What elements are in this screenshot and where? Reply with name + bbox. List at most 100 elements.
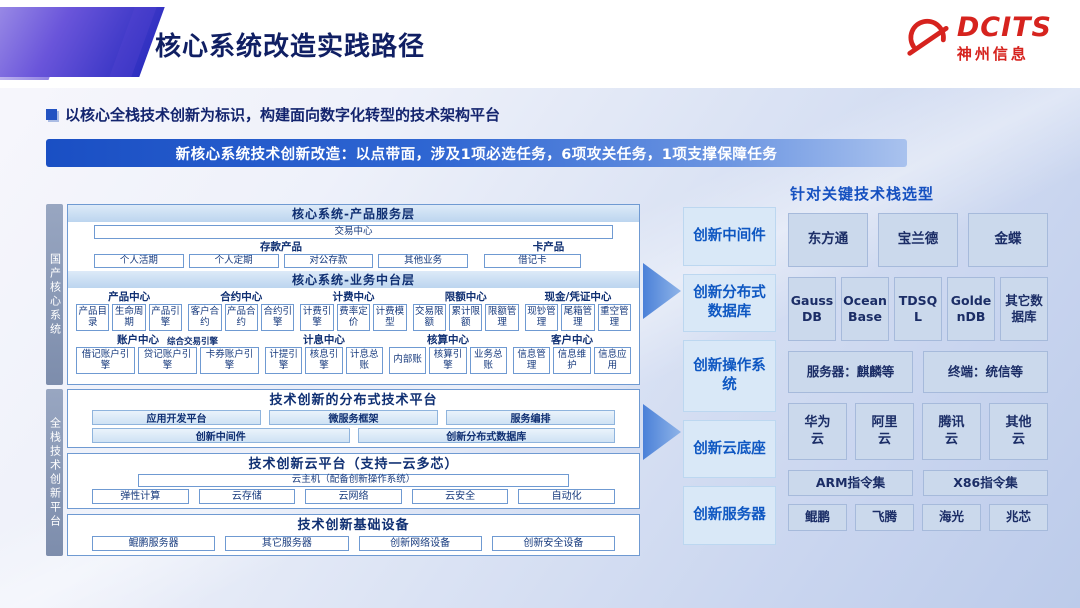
cloud-capability-box: 云网络 xyxy=(305,489,402,504)
product-layer-header: 核心系统-产品服务层 xyxy=(68,205,639,222)
capability-box: 信息维护 xyxy=(553,347,591,374)
core-system-panel: 核心系统-产品服务层 交易中心 存款产品 个人活期 个人定期 对公存款 其他业务… xyxy=(67,204,640,385)
center-group: 合约中心 客户合约 产品合约 合约引擎 xyxy=(188,291,295,331)
capability-box: 计息总账 xyxy=(345,347,383,374)
platform-box: 创新中间件 xyxy=(92,428,350,443)
capability-box: 信息管理 xyxy=(512,347,551,374)
tech-option-box: OceanBase xyxy=(841,277,889,341)
group-title: 产品中心 xyxy=(108,291,151,303)
center-group: 计息中心 计提引擎 核息引擎 计息总账 xyxy=(264,334,383,374)
capability-box: 交易限额 xyxy=(412,304,447,331)
center-group: 账户中心 综合交易引擎 借记账户引擎 贷记账户引擎 卡券账户引擎 xyxy=(76,334,259,374)
infra-box: 鲲鹏服务器 xyxy=(92,536,216,551)
fullstack-platform-panel: 技术创新的分布式技术平台 应用开发平台 微服务框架 服务编排 创新中间件 创新分… xyxy=(67,389,640,556)
center-group: 客户中心 信息管理 信息维护 信息应用 xyxy=(512,334,631,374)
intro-text: 以核心全栈技术创新为标识，构建面向数字化转型的技术架构平台 xyxy=(65,106,501,124)
infrastructure-section: 技术创新基础设备 鲲鹏服务器 其它服务器 创新网络设备 创新安全设备 xyxy=(67,514,640,556)
infra-box: 其它服务器 xyxy=(225,536,349,551)
capability-box: 核算引擎 xyxy=(429,347,467,374)
business-layer-header: 核心系统-业务中台层 xyxy=(68,271,639,288)
group-title: 核算中心 xyxy=(426,334,469,346)
capability-box: 计费引擎 xyxy=(300,304,334,331)
innovation-stack-column: 创新中间件 创新分布式数据库 创新操作系统 创新云底座 创新服务器 xyxy=(683,207,776,546)
group-title: 计费中心 xyxy=(332,291,375,303)
cloud-options-row: 华为云 阿里云 腾讯云 其他云 xyxy=(788,403,1048,460)
chip-options-row: 鲲鹏 飞腾 海光 兆芯 xyxy=(788,504,1048,531)
tech-option-box: 海光 xyxy=(922,504,981,531)
innovation-item: 创新分布式数据库 xyxy=(683,273,776,333)
group-title: 合约中心 xyxy=(220,291,263,303)
innovation-item: 创新中间件 xyxy=(683,207,776,266)
trade-center-box: 交易中心 xyxy=(94,225,613,239)
group-title: 现金/凭证中心 xyxy=(544,291,612,303)
middleware-options-row: 东方通 宝兰德 金蝶 xyxy=(788,213,1048,267)
side-label-core-system: 国产核心系统 xyxy=(46,204,63,385)
tech-option-box: GaussDB xyxy=(788,277,836,341)
section-title: 技术创新云平台（支持一云多芯） xyxy=(248,457,459,472)
capability-box: 生命周期 xyxy=(112,304,146,331)
group-subtitle: 综合交易引擎 xyxy=(166,336,218,347)
logo-subtext: 神州信息 xyxy=(956,45,1029,63)
capability-box: 信息应用 xyxy=(593,347,631,374)
capability-box: 限额管理 xyxy=(485,304,519,331)
cloud-platform-section: 技术创新云平台（支持一云多芯） 云主机（配备创新操作系统） 弹性计算 云存储 云… xyxy=(67,453,640,509)
business-centers-row-1: 产品中心 产品目录 生命周期 产品引擎 合约中心 客户合约 产品合约 合约引擎 … xyxy=(76,291,632,331)
capability-box: 内部账 xyxy=(388,347,427,374)
intro-line: 以核心全栈技术创新为标识，构建面向数字化转型的技术架构平台 xyxy=(46,104,500,125)
page-title: 核心系统改造实践路径 xyxy=(155,32,426,62)
os-options-row: 服务器：麒麟等 终端：统信等 xyxy=(788,351,1048,393)
capability-box: 尾箱管理 xyxy=(561,304,595,331)
cloud-host-box: 云主机（配备创新操作系统） xyxy=(138,474,569,487)
capability-box: 卡券账户引擎 xyxy=(199,347,259,374)
product-row: 存款产品 个人活期 个人定期 对公存款 其他业务 卡产品 借记卡 xyxy=(94,241,613,268)
tech-option-box: 兆芯 xyxy=(989,504,1048,531)
product-box: 个人定期 xyxy=(188,254,279,268)
product-box: 其他业务 xyxy=(378,254,469,268)
tech-option-box: 华为云 xyxy=(788,403,847,460)
capability-box: 客户合约 xyxy=(188,304,222,331)
group-title: 卡产品 xyxy=(532,241,565,253)
distributed-platform-section: 技术创新的分布式技术平台 应用开发平台 微服务框架 服务编排 创新中间件 创新分… xyxy=(67,389,640,448)
card-products-group: 卡产品 借记卡 xyxy=(484,241,613,268)
capability-box: 费率定价 xyxy=(336,304,371,331)
tech-option-box: GoldenDB xyxy=(947,277,995,341)
center-group: 计费中心 计费引擎 费率定价 计费模型 xyxy=(300,291,407,331)
database-options-row: GaussDB OceanBase TDSQL GoldenDB 其它数据库 xyxy=(788,277,1048,341)
product-box: 个人活期 xyxy=(94,254,184,268)
group-title: 客户中心 xyxy=(550,334,593,346)
cloud-capability-box: 云安全 xyxy=(411,489,509,504)
right-arrow-icon xyxy=(643,263,681,319)
capability-box: 计提引擎 xyxy=(264,347,303,374)
cloud-capability-box: 弹性计算 xyxy=(92,489,189,504)
dcits-swoosh-icon xyxy=(904,14,950,64)
capability-box: 核息引擎 xyxy=(305,347,343,374)
tech-selection-panel: 针对关键技术栈选型 东方通 宝兰德 金蝶 GaussDB OceanBase T… xyxy=(788,183,1048,531)
right-arrow-icon xyxy=(643,404,681,460)
center-group: 产品中心 产品目录 生命周期 产品引擎 xyxy=(76,291,183,331)
group-title: 计息中心 xyxy=(302,334,345,346)
group-title: 限额中心 xyxy=(444,291,487,303)
side-label-fullstack-platform: 全栈技术创新平台 xyxy=(46,389,63,556)
tech-option-box: 其它数据库 xyxy=(1000,277,1048,341)
cloud-capability-box: 自动化 xyxy=(518,489,615,504)
tech-option-box: X86指令集 xyxy=(923,470,1048,496)
product-box: 借记卡 xyxy=(484,254,581,268)
tech-option-box: 飞腾 xyxy=(855,504,914,531)
bullet-square-icon xyxy=(46,109,57,120)
center-group: 现金/凭证中心 现钞管理 尾箱管理 重空管理 xyxy=(524,291,632,331)
business-centers-row-2: 账户中心 综合交易引擎 借记账户引擎 贷记账户引擎 卡券账户引擎 计息中心 计提… xyxy=(76,334,631,374)
platform-box: 微服务框架 xyxy=(269,410,438,425)
capability-box: 计费模型 xyxy=(373,304,407,331)
company-logo: DCITS 神州信息 xyxy=(904,14,1052,64)
section-title: 技术创新的分布式技术平台 xyxy=(269,393,438,408)
cloud-capability-box: 云存储 xyxy=(198,489,296,504)
tech-option-box: TDSQL xyxy=(894,277,942,341)
headline-banner: 新核心系统技术创新改造：以点带面，涉及1项必选任务，6项攻关任务，1项支撑保障任… xyxy=(46,139,907,167)
infra-box: 创新安全设备 xyxy=(491,536,615,551)
group-title: 存款产品 xyxy=(260,241,303,253)
innovation-item: 创新服务器 xyxy=(683,486,776,546)
instruction-set-row: ARM指令集 X86指令集 xyxy=(788,470,1048,496)
tech-option-box: 金蝶 xyxy=(968,213,1048,267)
group-title: 账户中心 xyxy=(116,334,159,346)
